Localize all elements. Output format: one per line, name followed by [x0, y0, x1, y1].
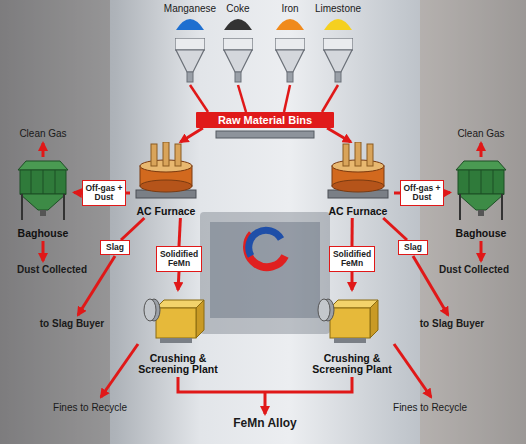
iron-pile — [276, 19, 304, 30]
alloy-arrow — [264, 392, 267, 414]
flow-arrow — [179, 218, 180, 246]
feed-line — [322, 85, 338, 112]
crushing-node: Crushing & Screening Plant — [304, 290, 400, 376]
crusher-symbol — [144, 299, 204, 343]
flow-label: Manganese — [155, 3, 225, 14]
hopper-symbol — [223, 38, 253, 82]
flow-label: Dust Collected — [12, 264, 92, 275]
merge-line — [178, 377, 352, 392]
node-text: Solidified FeMn — [159, 250, 199, 268]
flow-label: FeMn Alloy — [215, 417, 315, 430]
baghouse-symbol — [456, 161, 506, 220]
femn-box: Solidified FeMn — [329, 246, 375, 272]
node-text: Baghouse — [12, 228, 74, 240]
bin-banner: Raw Material Bins — [196, 112, 334, 128]
flow-label: to Slag Buyer — [410, 318, 494, 329]
dust-arrow — [480, 241, 483, 261]
baghouse-node: Baghouse — [450, 158, 512, 240]
node-text: Raw Material Bins — [218, 114, 312, 126]
limestone-pile — [324, 19, 352, 30]
dust-arrow — [42, 241, 45, 261]
node-text: Off-gas + Dust — [85, 184, 123, 202]
flow-label: Dust Collected — [434, 264, 514, 275]
femn-box: Solidified FeMn — [156, 246, 202, 272]
fines-arrow — [394, 344, 431, 397]
flow-label: Coke — [203, 3, 273, 14]
flow-arrow — [74, 191, 82, 195]
node-text: AC Furnace — [322, 206, 394, 218]
flow-label: Limestone — [303, 3, 373, 14]
flow-label: Fines to Recycle — [385, 402, 475, 413]
monitor-screen — [210, 222, 320, 318]
node-text: Slag — [106, 243, 124, 252]
flow-label: Clean Gas — [446, 128, 516, 139]
offgas-box: Off-gas + Dust — [82, 180, 126, 206]
offgas-box: Off-gas + Dust — [400, 180, 444, 206]
crusher-symbol — [318, 299, 378, 343]
node-text: Baghouse — [450, 228, 512, 240]
flow-arrow — [351, 272, 354, 290]
node-text: Crushing & Screening Plant — [304, 353, 400, 376]
flow-label: Fines to Recycle — [45, 402, 135, 413]
hopper-symbol — [275, 38, 305, 82]
slag-box: Slag — [398, 240, 428, 255]
hopper-symbol — [323, 38, 353, 82]
flow-label: Clean Gas — [8, 128, 78, 139]
gas-arrow — [42, 143, 45, 157]
monitor-shape — [200, 212, 330, 334]
flow-arrow — [178, 272, 179, 290]
crushing-node: Crushing & Screening Plant — [130, 290, 226, 376]
coke-pile — [224, 19, 252, 30]
conveyor-bar — [216, 131, 314, 138]
flow-label: Iron — [255, 3, 325, 14]
furnace-symbol — [136, 142, 196, 198]
feed-line — [238, 85, 246, 112]
gas-arrow — [480, 143, 483, 157]
output-arrows — [43, 143, 481, 414]
manganese-pile — [176, 19, 204, 30]
flow-arrow — [327, 128, 351, 142]
hopper-symbol — [175, 38, 205, 82]
flow-arrow — [180, 128, 203, 142]
company-logo — [247, 230, 285, 267]
material-piles — [176, 19, 352, 30]
baghouse-symbol — [18, 161, 68, 220]
photo-shade — [420, 0, 526, 444]
node-text: AC Furnace — [130, 206, 202, 218]
flow-arrow — [383, 218, 407, 240]
flow-arrow — [444, 191, 450, 195]
flow-arrow — [351, 218, 354, 246]
feed-line — [190, 85, 208, 112]
furnace-symbol — [328, 142, 388, 198]
feed-line — [284, 85, 290, 112]
furnace-node: AC Furnace — [322, 142, 394, 218]
flow-arrow — [126, 191, 130, 194]
flow-arrow — [121, 218, 144, 240]
furnace-node: AC Furnace — [130, 142, 202, 218]
node-text: Crushing & Screening Plant — [130, 353, 226, 376]
node-text: Off-gas + Dust — [403, 184, 441, 202]
node-text: Slag — [404, 243, 422, 252]
fines-arrow — [101, 344, 138, 397]
node-text: Solidified FeMn — [332, 250, 372, 268]
flow-label: to Slag Buyer — [30, 318, 114, 329]
baghouse-node: Baghouse — [12, 158, 74, 240]
slag-box: Slag — [100, 240, 130, 255]
hoppers — [175, 38, 353, 82]
photo-shade — [0, 0, 110, 444]
logo-arc — [249, 230, 281, 256]
feed-lines — [190, 85, 338, 112]
